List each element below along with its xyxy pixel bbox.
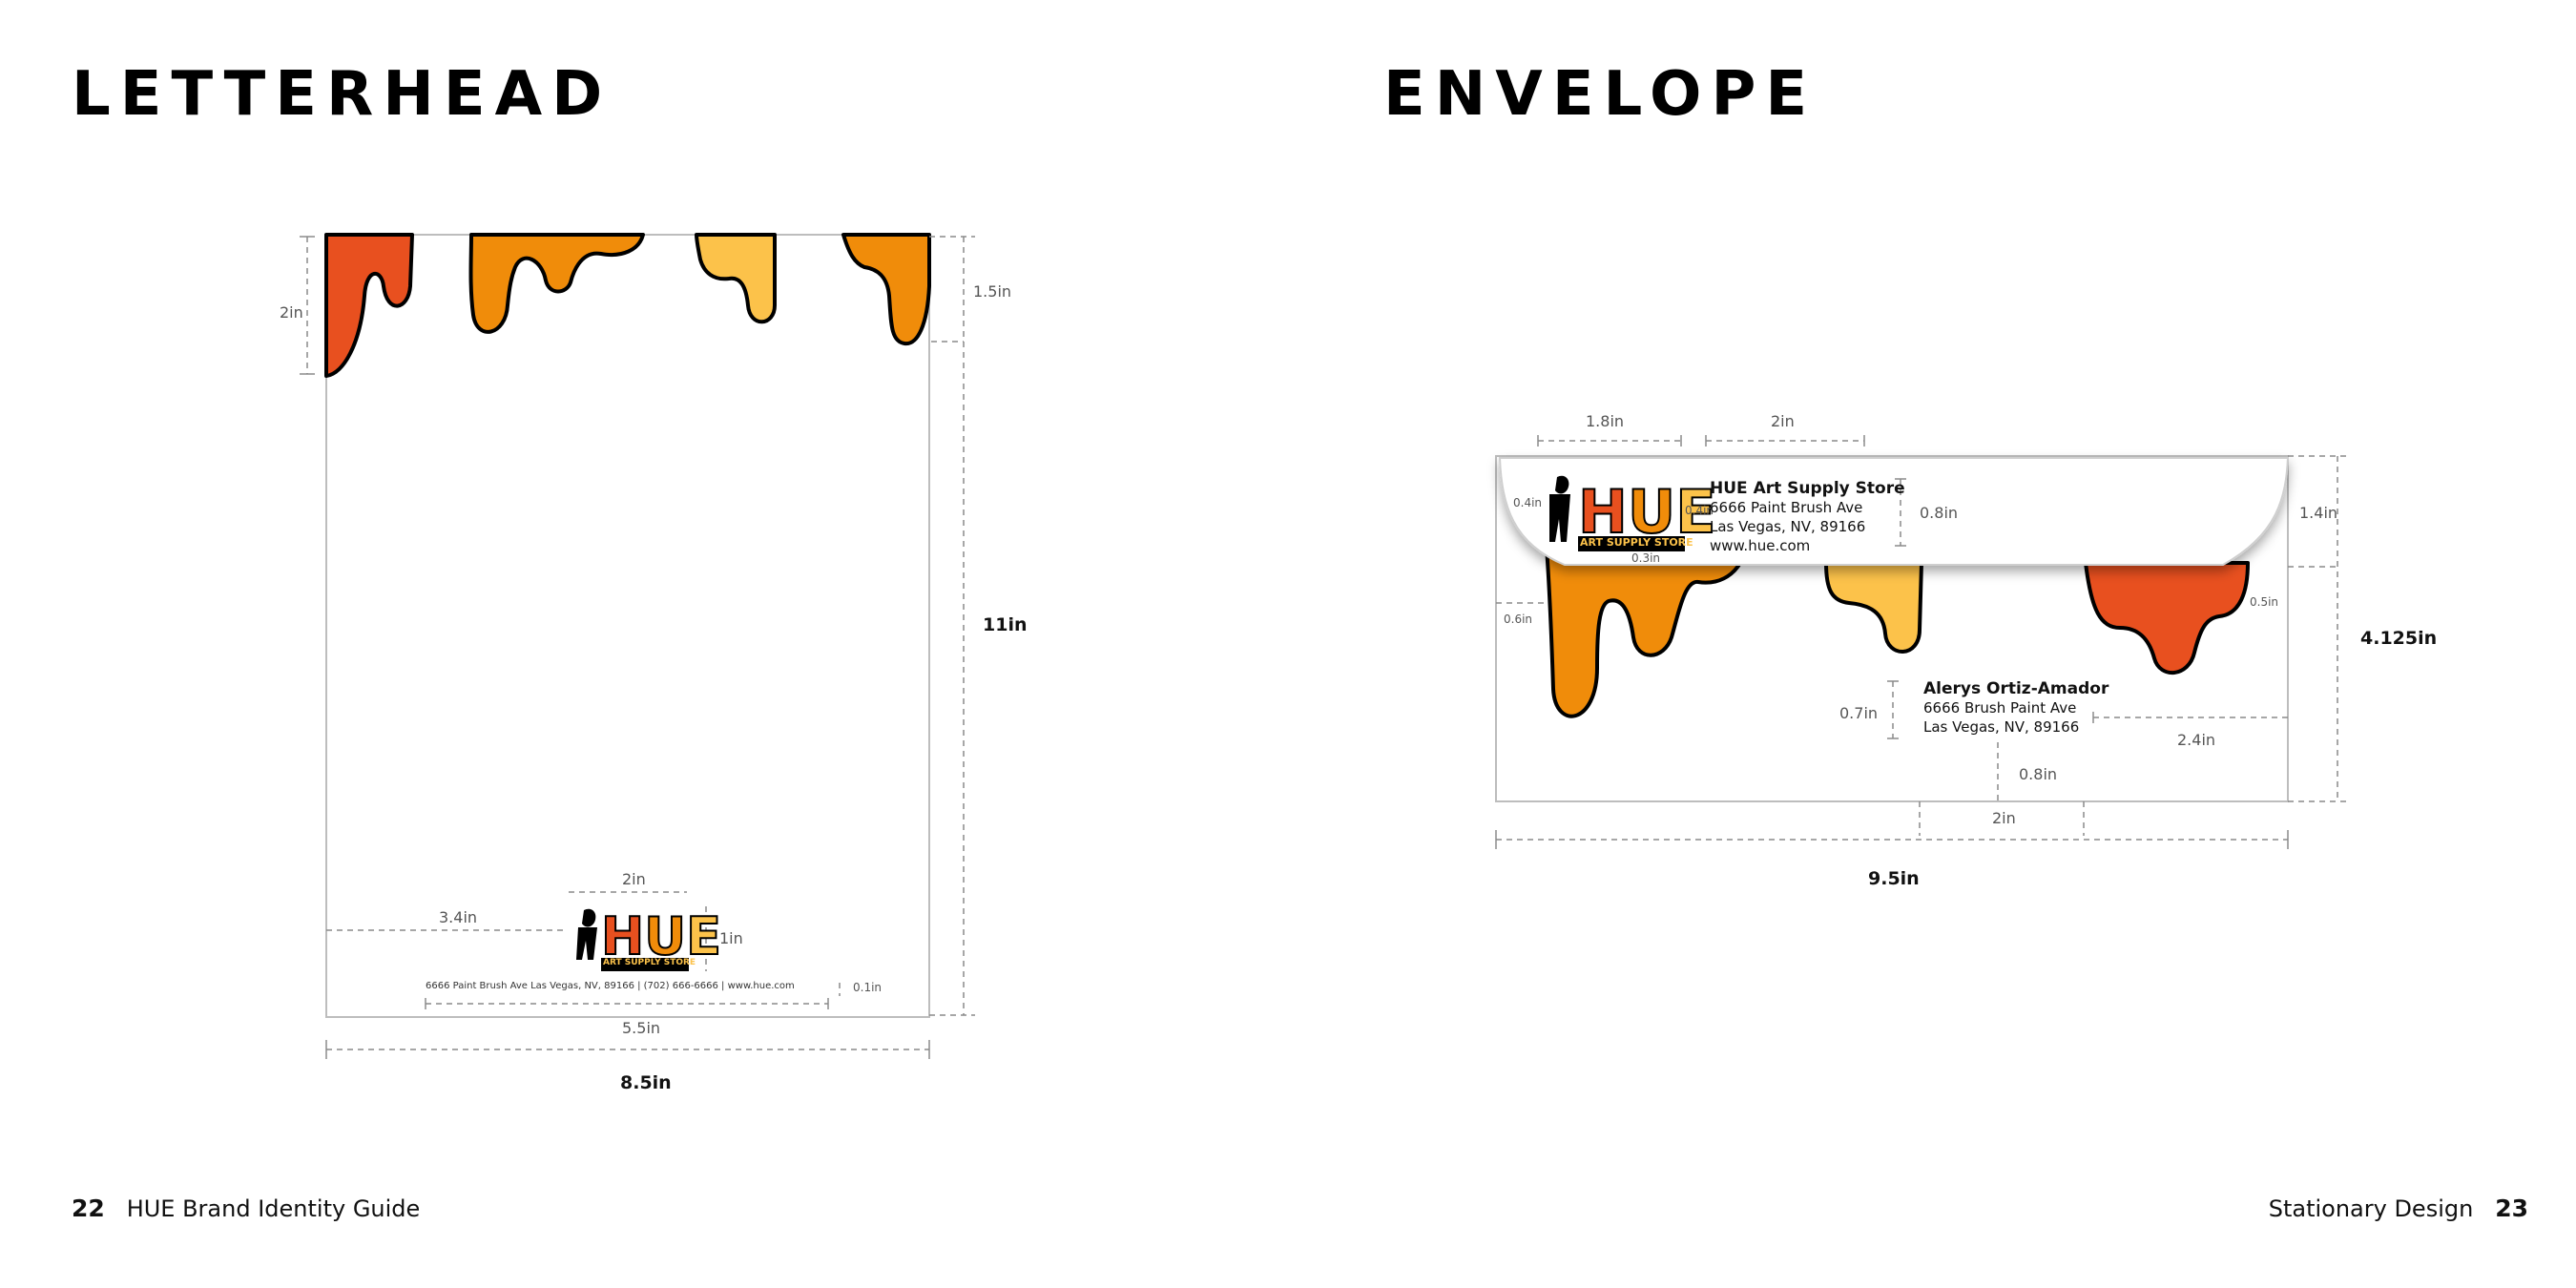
footer-left-page: 22 [72,1195,105,1222]
env-dim-left-margin: 0.6in [1504,613,1533,626]
drip-yellow [695,233,777,324]
footer-right-text: Stationary Design [2268,1195,2474,1222]
return-name: HUE Art Supply Store [1710,479,1905,498]
recipient-address: Alerys Ortiz-Amador 6666 Brush Paint Ave… [1923,679,2109,737]
lh-dim-footer-width: 5.5in [622,1019,661,1037]
lh-footer-line: 6666 Paint Brush Ave Las Vegas, NV, 8916… [426,981,795,991]
env-artist-figure-icon [1549,475,1570,542]
env-drip-yellow [1824,561,1923,654]
lh-dim-height: 11in [983,614,1028,635]
env-dim-recipient-bottom: 0.8in [2019,765,2058,783]
svg-text:HUE: HUE [1578,477,1716,547]
return-line2: Las Vegas, NV, 89166 [1710,518,1866,535]
env-drip-orange [1544,532,1750,718]
footer-left-text: HUE Brand Identity Guide [126,1195,421,1222]
env-dim-logo-margin-left: 0.4in [1513,496,1543,509]
return-line1: 6666 Paint Brush Ave [1710,499,1863,516]
recipient-name: Alerys Ortiz-Amador [1923,679,2109,698]
logo-h: H [601,906,644,966]
logo-u: U [644,906,686,966]
env-logo-e: E [1675,477,1715,547]
envelope-drips [1544,532,2250,718]
drip-red [324,233,414,378]
svg-text:HUE: HUE [601,906,721,966]
recipient-line1: 6666 Brush Paint Ave [1923,699,2077,717]
env-dim-height: 4.125in [2360,628,2438,649]
footer-right: Stationary Design 23 [2269,1195,2528,1222]
envelope-flap [1498,457,2290,566]
lh-logo-tagline: ART SUPPLY STORE [603,958,696,967]
env-dim-flap-height: 1.4in [2299,504,2338,522]
env-dim-return-width: 2in [1771,412,1795,430]
envelope-dimension-lines [1495,435,2349,849]
envelope-logo: HUE [1549,475,1717,551]
env-dim-recipient-right: 2.4in [2177,731,2216,749]
lh-dim-logo-height: 1in [719,929,743,947]
env-dim-logo-bottom: 0.3in [1631,551,1661,565]
letterhead-dimension-lines [300,236,975,1059]
artist-figure-icon [576,908,597,960]
lh-dim-footer-gap: 0.1in [853,981,883,994]
letterhead-logo: HUE [569,905,722,971]
envelope-title: ENVELOPE [1383,59,1818,130]
logo-e: E [686,906,721,966]
env-dim-width: 9.5in [1868,868,1920,889]
lh-dim-logo-width: 2in [622,870,646,888]
letterhead-sheet [325,234,930,1018]
drip-orange [468,233,645,334]
footer-left: 22 HUE Brand Identity Guide [72,1195,420,1222]
env-dim-return-height: 0.8in [1920,504,1959,522]
letterhead-title: LETTERHEAD [72,59,613,130]
env-dim-logo-gap: 0.4in [1685,504,1714,517]
lh-dim-top-drip: 2in [280,303,303,322]
env-dim-logo-width: 1.8in [1586,412,1625,430]
env-drip-red [2084,561,2250,675]
return-address: HUE Art Supply Store 6666 Paint Brush Av… [1710,479,1905,555]
env-dim-recipient-height: 0.7in [1839,704,1879,722]
env-dim-right-margin: 0.5in [2250,595,2279,609]
env-dim-recipient-width: 2in [1992,809,2016,827]
env-logo-u: U [1628,477,1675,547]
env-logo-h: H [1578,477,1628,547]
letterhead-drips [324,233,931,378]
drip-orange-right [841,233,931,346]
recipient-line2: Las Vegas, NV, 89166 [1923,718,2080,736]
lh-dim-right-top: 1.5in [973,282,1012,301]
env-logo-tagline: ART SUPPLY STORE [1580,536,1693,549]
return-line3: www.hue.com [1710,537,1811,554]
footer-right-page: 23 [2495,1195,2528,1222]
lh-dim-width: 8.5in [620,1072,672,1093]
lh-dim-logo-left: 3.4in [439,908,478,926]
